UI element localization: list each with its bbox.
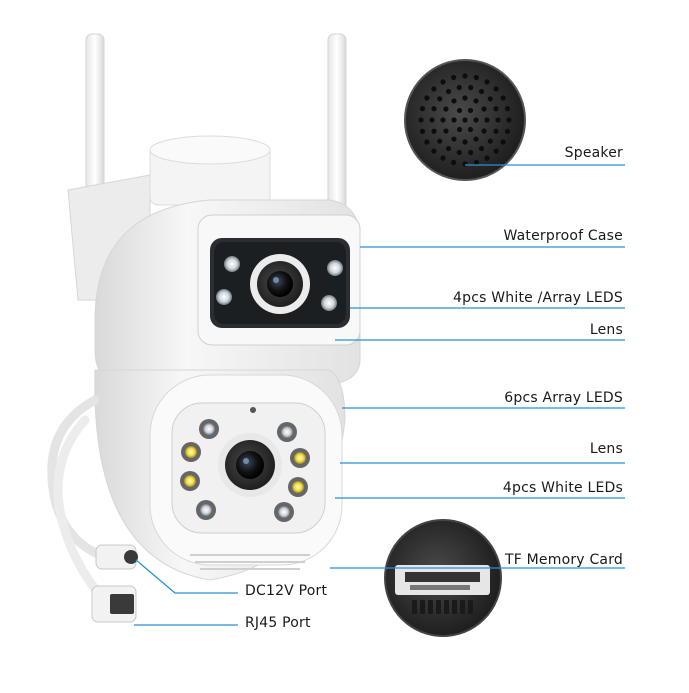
label-top-leds: 4pcs White /Array LEDS bbox=[453, 290, 623, 306]
tf-vent-slot bbox=[436, 600, 441, 614]
speaker-hole bbox=[462, 117, 468, 123]
tf-vent-slot bbox=[428, 600, 433, 614]
speaker-hole bbox=[504, 106, 511, 112]
speaker-hole bbox=[500, 139, 506, 145]
speaker-hole bbox=[473, 159, 479, 166]
speaker-hole bbox=[440, 79, 446, 85]
tf-vent-slot bbox=[460, 600, 465, 614]
speaker-hole bbox=[429, 117, 435, 123]
speaker-hole bbox=[478, 145, 485, 152]
callout-dc-port bbox=[135, 559, 238, 594]
speaker-hole bbox=[473, 98, 479, 104]
speaker-hole bbox=[462, 95, 468, 101]
speaker-hole bbox=[473, 117, 479, 123]
speaker-hole bbox=[493, 128, 499, 134]
label-dc-port: DC12V Port bbox=[245, 583, 328, 599]
speaker-hole bbox=[493, 148, 499, 154]
tf-vent-slot bbox=[412, 600, 417, 614]
cable-bundle bbox=[47, 395, 110, 605]
speaker-hole bbox=[487, 96, 493, 102]
speaker-hole bbox=[456, 84, 462, 91]
speaker-hole bbox=[493, 106, 499, 112]
speaker-hole bbox=[493, 86, 499, 92]
speaker-hole bbox=[456, 107, 463, 114]
speaker-hole bbox=[487, 138, 493, 144]
speaker-hole bbox=[484, 155, 490, 161]
label-top-lens: Lens bbox=[589, 322, 623, 338]
label-tf-card: TF Memory Card bbox=[505, 552, 623, 568]
speaker-hole bbox=[437, 96, 443, 102]
speaker-hole bbox=[484, 117, 490, 123]
bottom-lens-assembly bbox=[218, 433, 282, 497]
tf-vent-slot bbox=[452, 600, 457, 614]
callout-lines bbox=[134, 164, 625, 626]
speaker-hole bbox=[500, 95, 506, 101]
speaker-hole bbox=[473, 136, 479, 142]
speaker-hole bbox=[424, 95, 430, 101]
speaker-hole bbox=[419, 106, 426, 112]
top-lens-assembly bbox=[250, 254, 310, 314]
speaker-hole bbox=[419, 128, 426, 134]
speaker-hole bbox=[495, 117, 501, 123]
speaker-hole bbox=[506, 117, 512, 123]
speaker-hole bbox=[467, 107, 474, 114]
speaker-hole bbox=[451, 159, 457, 166]
speaker-hole bbox=[451, 136, 457, 142]
dc-port-connector bbox=[95, 544, 138, 570]
speaker-hole bbox=[431, 148, 437, 154]
speaker-hole bbox=[504, 128, 511, 134]
speaker-hole bbox=[456, 149, 462, 156]
label-array-leds: 6pcs Array LEDS bbox=[504, 390, 623, 406]
speaker-hole bbox=[481, 128, 487, 134]
speaker-hole bbox=[481, 106, 487, 112]
speaker-hole bbox=[437, 138, 443, 144]
speaker-hole bbox=[484, 79, 490, 85]
speaker-hole bbox=[431, 106, 437, 112]
tf-vent-slot bbox=[444, 600, 449, 614]
speaker-inset bbox=[404, 59, 526, 181]
speaker-hole bbox=[467, 126, 474, 133]
speaker-hole bbox=[445, 145, 452, 152]
speaker-hole bbox=[468, 149, 474, 156]
top-led-array bbox=[216, 256, 343, 311]
speaker-hole bbox=[462, 73, 468, 79]
speaker-hole bbox=[443, 106, 449, 112]
tf-vent-slot bbox=[420, 600, 425, 614]
speaker-hole bbox=[462, 161, 468, 167]
rj45-connector bbox=[91, 585, 137, 623]
label-white-leds: 4pcs White LEDs bbox=[502, 480, 623, 496]
speaker-hole bbox=[431, 128, 437, 134]
label-speaker: Speaker bbox=[564, 145, 623, 161]
speaker-hole bbox=[451, 117, 457, 123]
antenna-right bbox=[327, 33, 347, 225]
label-rj45-port: RJ45 Port bbox=[245, 615, 311, 631]
speaker-hole bbox=[456, 126, 463, 133]
speaker-hole bbox=[451, 98, 457, 104]
speaker-hole bbox=[443, 128, 449, 134]
speaker-hole bbox=[424, 139, 430, 145]
speaker-hole bbox=[445, 88, 452, 95]
speaker-hole bbox=[462, 139, 468, 145]
speaker-hole bbox=[451, 74, 457, 81]
speaker-hole bbox=[418, 117, 424, 123]
tf-card-inset bbox=[384, 519, 502, 637]
speaker-hole bbox=[440, 117, 446, 123]
speaker-hole bbox=[440, 155, 446, 161]
speaker-hole bbox=[473, 74, 479, 81]
speaker-hole bbox=[431, 86, 437, 92]
speaker-hole bbox=[468, 84, 474, 91]
label-waterproof-case: Waterproof Case bbox=[503, 228, 623, 244]
tf-vent-slot bbox=[468, 600, 473, 614]
speaker-hole bbox=[478, 88, 485, 95]
label-bottom-lens: Lens bbox=[589, 441, 623, 457]
bottom-led-array bbox=[180, 419, 310, 522]
